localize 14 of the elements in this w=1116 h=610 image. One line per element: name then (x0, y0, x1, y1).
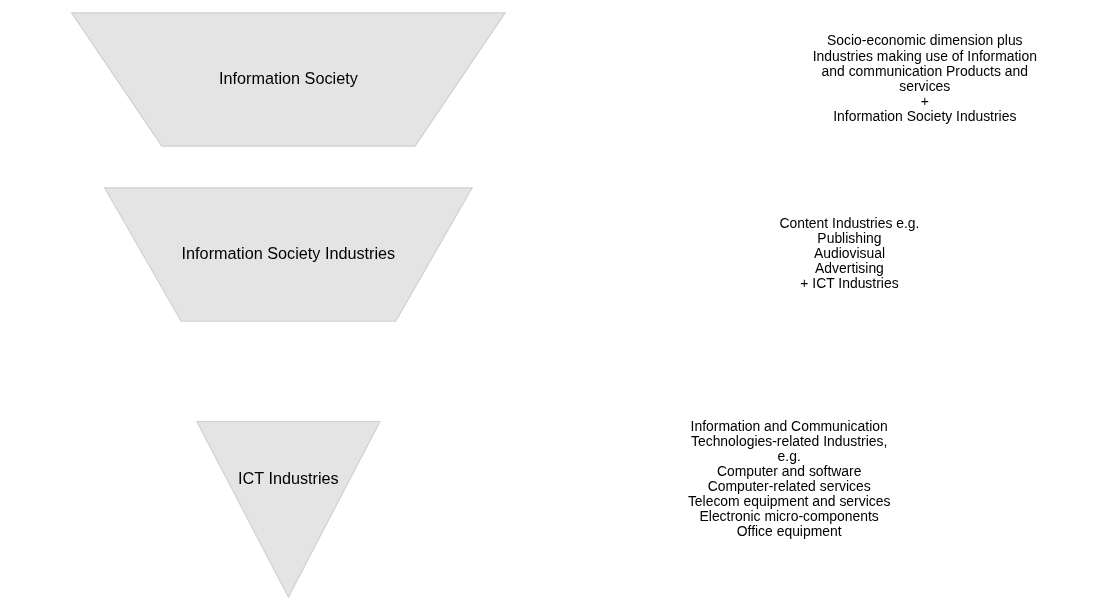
node-label: Computer and software (716, 463, 861, 480)
node-label: Advertising (814, 260, 884, 277)
node-label: + (920, 92, 929, 109)
node-label: Computer-related services (707, 478, 871, 495)
node-label: Audiovisual (813, 245, 885, 262)
node-label: Telecom equipment and services (687, 493, 890, 510)
node-label: + ICT Industries (799, 275, 899, 292)
node-label: Publishing (816, 230, 882, 247)
node-label: Office equipment (736, 523, 842, 540)
node-label: Electronic micro-components (699, 508, 879, 525)
node-label: Socio-economic dimension plus Industries making use of Information and communication Products and services (812, 32, 1037, 94)
node-label: Information and Communication Technologies-related Industries, e.g. (690, 417, 888, 465)
node-label: Content Industries e.g. (779, 215, 919, 232)
node-label: Information Society Industries (832, 107, 1016, 124)
